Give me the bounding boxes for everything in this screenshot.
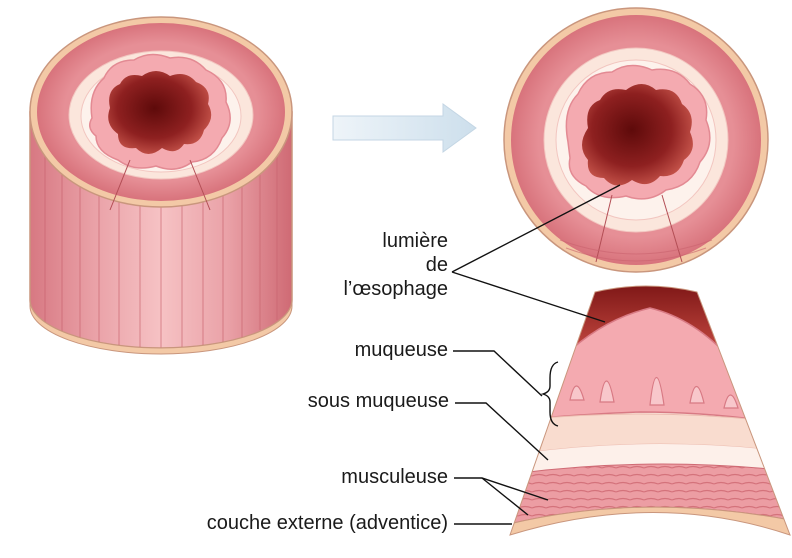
lumen-label-line3: l’œsophage — [340, 277, 448, 301]
lumen-label-line2: de — [340, 253, 448, 277]
adventitia-label: couche externe (adventice) — [130, 511, 448, 535]
mucosa-label: muqueuse — [300, 338, 448, 362]
submucosa-label: sous muqueuse — [250, 389, 449, 413]
wall-detail-wedge — [500, 280, 792, 550]
cylinder-lumen — [108, 71, 211, 154]
cross-section-illustration — [504, 8, 768, 272]
cylinder-illustration — [30, 17, 292, 354]
muscularis-label: musculeuse — [290, 465, 448, 489]
transition-arrow — [333, 104, 476, 152]
lumen-label-line1: lumière — [340, 229, 448, 253]
lumen-label: lumière de l’œsophage — [340, 229, 448, 301]
